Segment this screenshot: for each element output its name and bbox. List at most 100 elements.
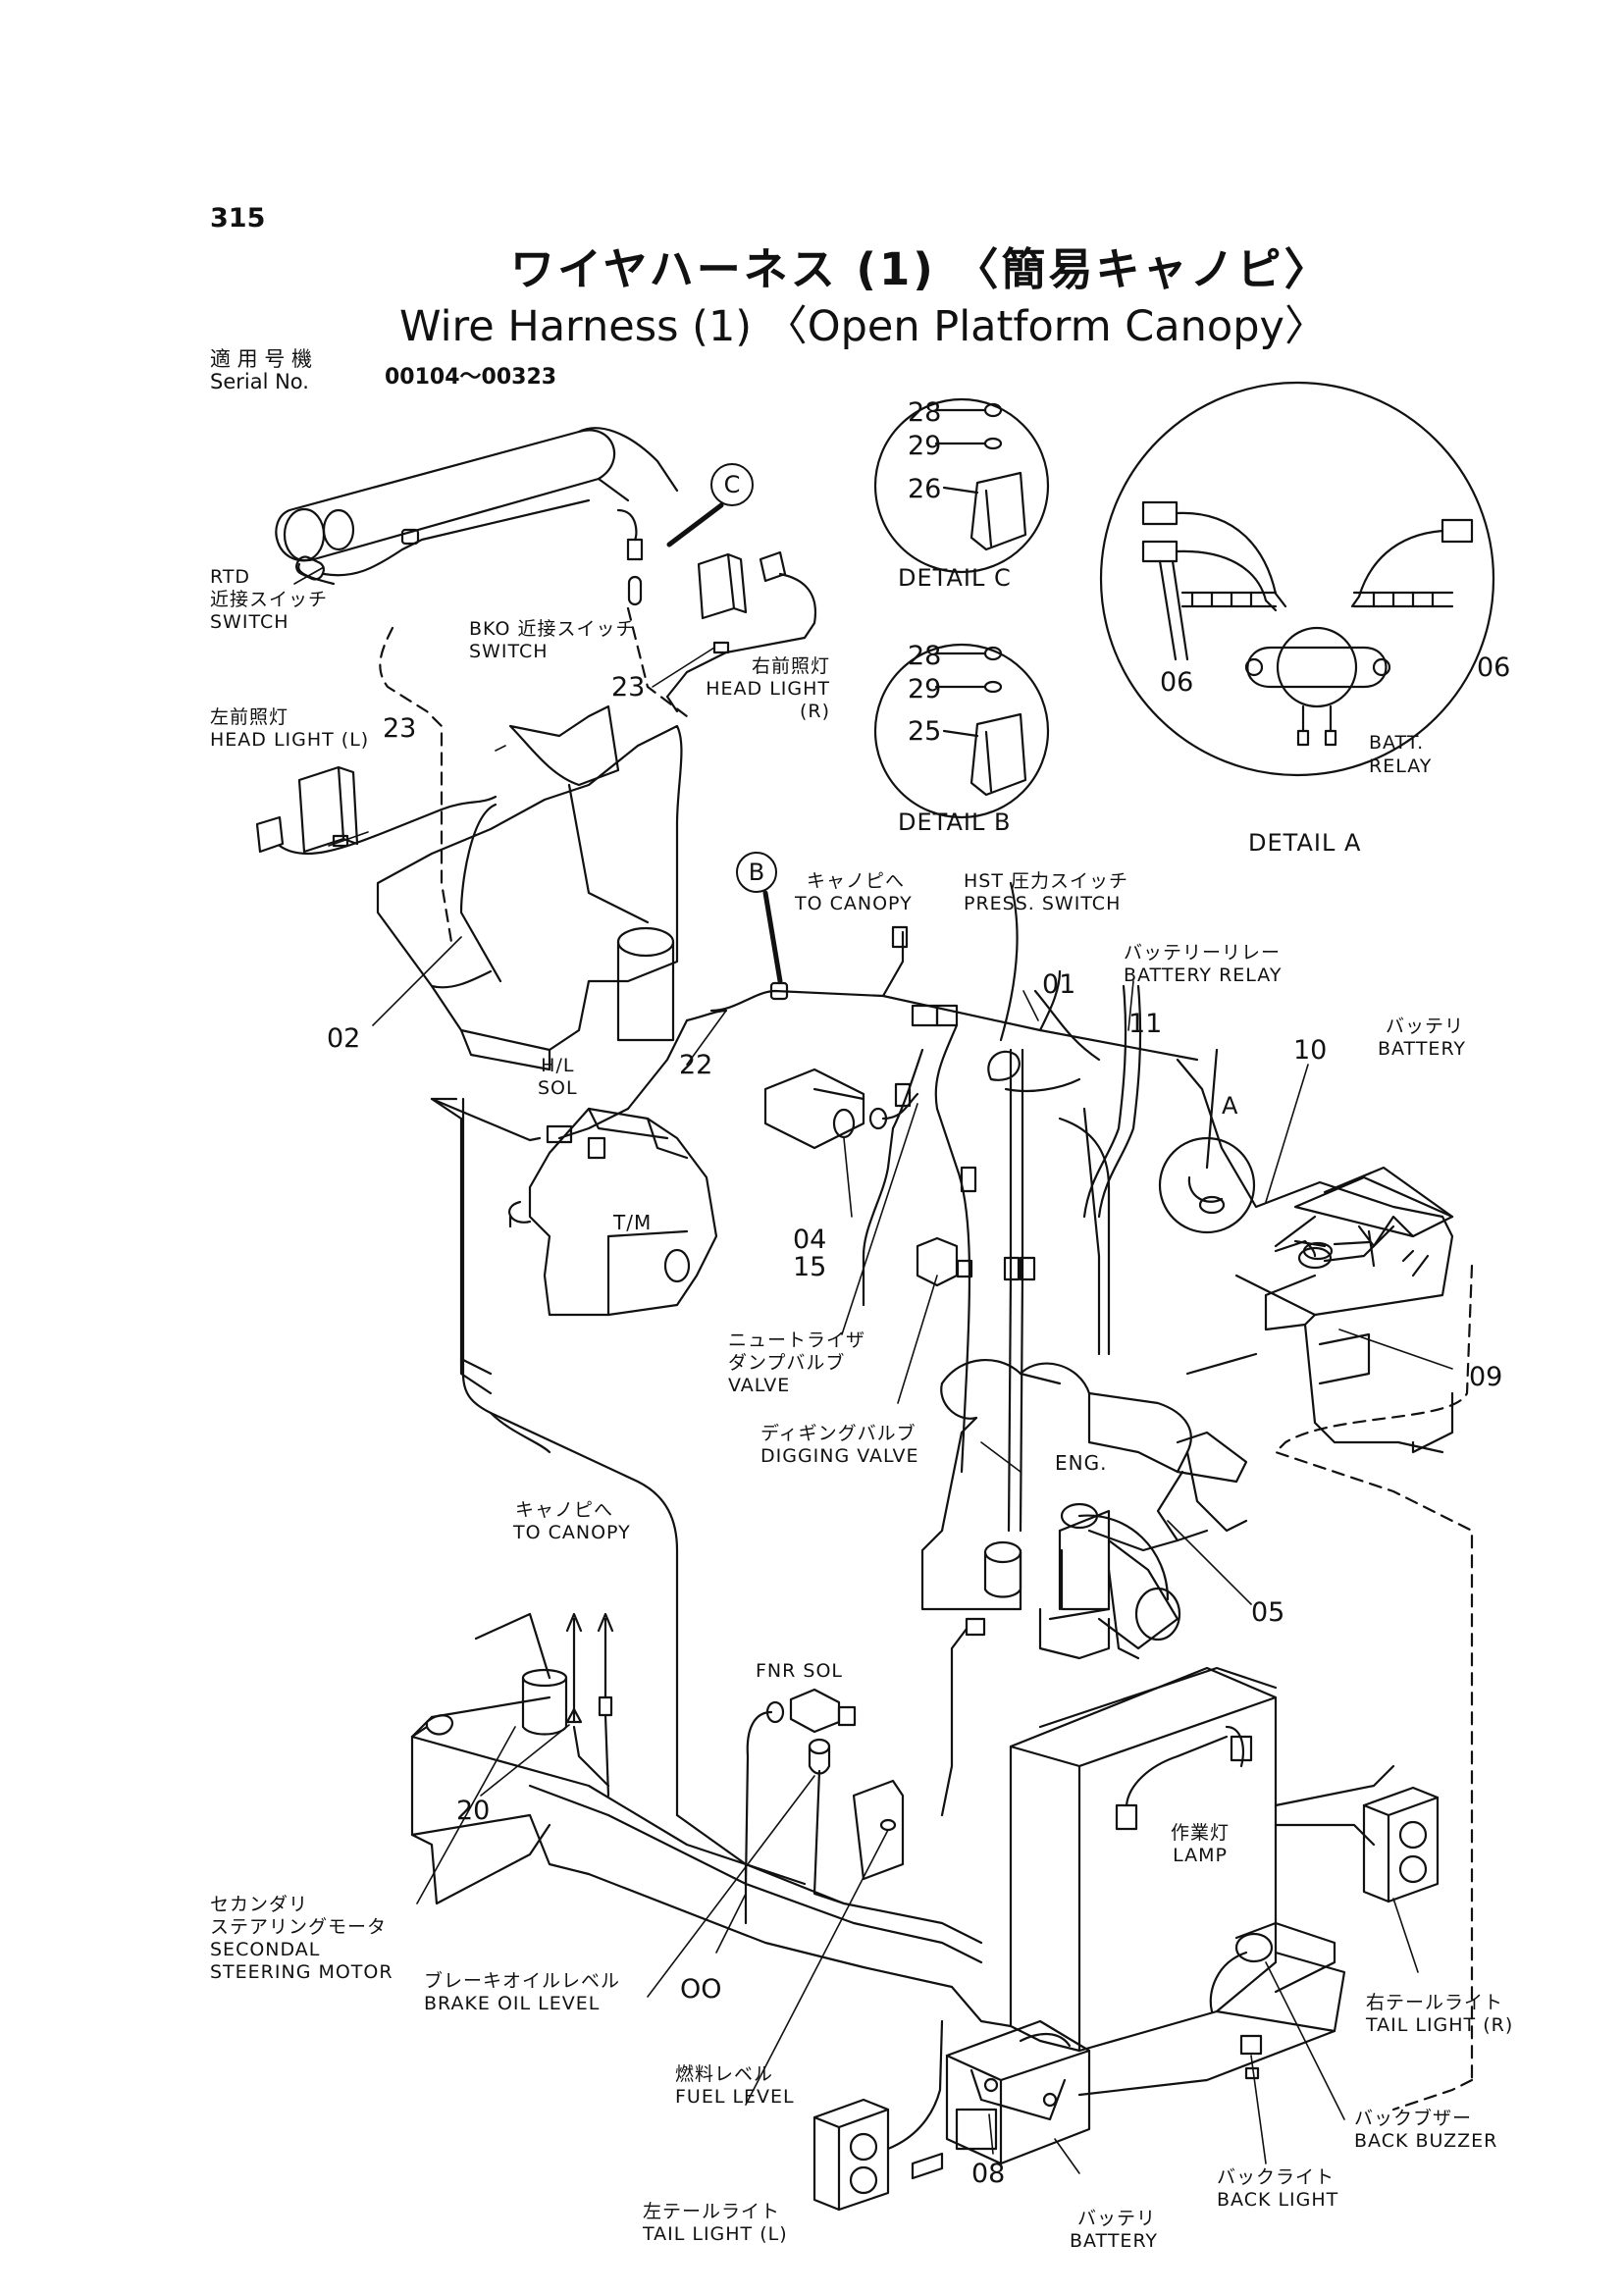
engine-connector	[965, 1617, 986, 1637]
fuel-sensor	[852, 1779, 905, 1881]
digging-valve-part	[916, 1236, 973, 1287]
label-neutralizer-valve: ニュートライザ ダンプバルブ VALVE	[728, 1329, 865, 1397]
part-02: 02	[327, 1023, 361, 1054]
part-23-b: 23	[383, 713, 417, 744]
part-15: 15	[793, 1252, 827, 1282]
label-digging-valve: ディギングバルブ DIGGING VALVE	[760, 1423, 919, 1468]
fl-line-1: 燃料レベル	[675, 2063, 774, 2085]
detail-c-part-1: 28	[908, 397, 942, 428]
tc1-line-2: TO CANOPY	[795, 893, 913, 914]
detail-b-circle	[873, 643, 1050, 819]
page-number: 315	[210, 203, 266, 234]
rtd-line-1: RTD	[210, 566, 251, 588]
tlr-line-2: TAIL LIGHT (R)	[1366, 2014, 1514, 2036]
fl-line-2: FUEL LEVEL	[675, 2086, 795, 2108]
connector-d	[1019, 1256, 1036, 1281]
cab-body	[376, 704, 683, 1071]
label-work-lamp: 作業灯 LAMP	[1171, 1822, 1230, 1867]
dv-line-2: DIGGING VALVE	[760, 1445, 919, 1467]
wl-line-2: LAMP	[1173, 1845, 1228, 1866]
label-tm: T/M	[613, 1211, 653, 1234]
part-04: 04	[793, 1225, 827, 1255]
hlr-line-3: (R)	[799, 701, 831, 722]
detail-c-parts	[934, 402, 1027, 551]
label-eng: ENG.	[1055, 1451, 1108, 1475]
detail-a-relay-label: BATT. RELAY	[1369, 731, 1432, 778]
ssm-line-4: STEERING MOTOR	[210, 1961, 393, 1983]
rtd-line-3: SWITCH	[210, 611, 289, 633]
bat2-line-2: BATTERY	[1070, 2230, 1159, 2252]
tll-line-1: 左テールライト	[643, 2201, 781, 2222]
bubble-b-text: B	[748, 859, 765, 886]
hll-line-1: 左前照灯	[210, 706, 289, 728]
hst-line-2: PRESS. SWITCH	[964, 893, 1122, 914]
detail-b-label: DETAIL B	[898, 808, 1012, 836]
detail-a-circle	[1099, 381, 1495, 777]
head-light-l-part	[255, 765, 498, 856]
label-fnr-sol: FNR SOL	[756, 1660, 843, 1682]
br-line-1: バッテリーリレー	[1124, 942, 1282, 964]
title-english: Wire Harness (1) 〈Open Platform Canopy〉	[399, 302, 1327, 351]
hl-sol-line-1: H/L	[541, 1055, 575, 1076]
label-bko-switch: BKO 近接スイッチ SWITCH	[469, 618, 635, 663]
battery-box-lower	[945, 2019, 1091, 2165]
lift-arm-assembly	[275, 427, 679, 586]
tlr-line-1: 右テールライト	[1366, 1992, 1504, 2013]
fnr-sol-part	[744, 1688, 857, 1886]
tc1-line-1: キャノピへ	[807, 870, 906, 892]
detail-b-part-3: 25	[908, 716, 942, 747]
serial-label-jp: 適 用 号 機	[210, 347, 313, 371]
label-tail-light-l: 左テールライト TAIL LIGHT (L)	[643, 2201, 788, 2246]
rtd-switch-part	[295, 498, 591, 581]
marker-a: A	[1222, 1092, 1238, 1120]
part-11: 11	[1128, 1009, 1163, 1039]
hl-sol-line-2: SOL	[538, 1077, 578, 1099]
label-to-canopy-upper: キャノピへ TO CANOPY	[795, 870, 913, 915]
nv-line-2: ダンプバルブ	[728, 1352, 846, 1374]
label-to-canopy-lower: キャノピへ TO CANOPY	[513, 1499, 631, 1544]
part-23-a: 23	[611, 672, 646, 703]
relay-label-line-1: BATT.	[1369, 732, 1425, 754]
bl-line-2: BACK LIGHT	[1217, 2189, 1339, 2211]
detail-b-part-2: 29	[908, 674, 942, 704]
rtd-line-2: 近接スイッチ	[210, 589, 329, 610]
tc2-line-1: キャノピへ	[515, 1499, 614, 1521]
hst-line-1: HST 圧力スイッチ	[964, 870, 1128, 892]
hll-line-2: HEAD LIGHT (L)	[210, 729, 370, 751]
bat2-line-1: バッテリ	[1077, 2208, 1157, 2229]
work-lamp-box	[1019, 1666, 1278, 2048]
bat1-line-2: BATTERY	[1378, 1038, 1467, 1060]
label-hl-sol: H/L SOL	[538, 1055, 578, 1100]
detail-c-part-2: 29	[908, 431, 942, 461]
label-battery-relay: バッテリーリレー BATTERY RELAY	[1124, 942, 1282, 987]
dv-line-1: ディギングバルブ	[760, 1423, 917, 1444]
serial-label: 適 用 号 機 Serial No.	[210, 348, 312, 393]
bl-line-1: バックライト	[1217, 2166, 1336, 2188]
bubble-c-text: C	[723, 471, 741, 498]
transmission-tm	[430, 1097, 718, 1317]
detail-a-part-2: 06	[1477, 652, 1511, 683]
bubble-c: C	[710, 463, 754, 506]
left-harness	[461, 1097, 679, 1817]
dashed-harness-right	[1274, 1264, 1474, 2082]
connector-b	[960, 1166, 977, 1193]
hst-press-switch-part	[891, 881, 1021, 1081]
rear-frame	[410, 1612, 1395, 2097]
wl-line-1: 作業灯	[1171, 1822, 1231, 1844]
part-22: 22	[679, 1050, 713, 1080]
hlr-line-2: HEAD LIGHT	[706, 678, 831, 700]
label-head-light-r: 右前照灯 HEAD LIGHT (R)	[705, 655, 830, 723]
label-battery-upper: バッテリ BATTERY	[1378, 1016, 1466, 1061]
detail-c-circle	[873, 397, 1050, 574]
ssm-line-3: SECONDAL	[210, 1939, 321, 1960]
part-08: 08	[971, 2159, 1006, 2189]
label-rtd-switch: RTD 近接スイッチ SWITCH	[210, 566, 328, 634]
br-line-2: BATTERY RELAY	[1124, 965, 1283, 986]
part-00: OO	[680, 1974, 722, 2005]
bol-line-2: BRAKE OIL LEVEL	[424, 1993, 601, 2014]
to-canopy-arrows	[565, 1612, 614, 1798]
label-fuel-level: 燃料レベル FUEL LEVEL	[675, 2063, 795, 2109]
part-01: 01	[1042, 969, 1076, 1000]
bb-line-1: バックブザー	[1354, 2108, 1473, 2129]
